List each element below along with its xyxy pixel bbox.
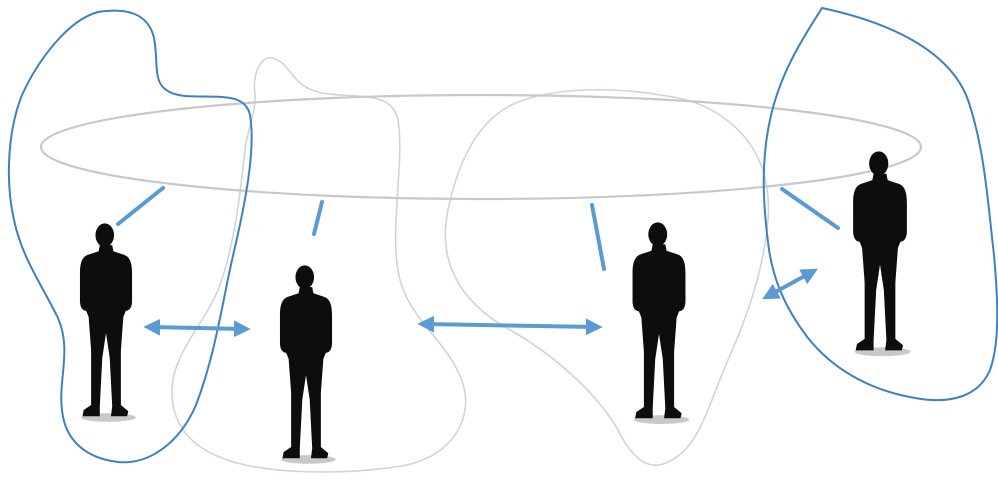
shared-ring	[41, 95, 921, 199]
person-1	[80, 223, 136, 421]
ring-connector-2	[314, 202, 322, 234]
person-silhouette-icon	[853, 151, 911, 356]
person-silhouette-icon	[280, 265, 336, 463]
person-2	[280, 265, 336, 463]
ring-connector-1	[118, 188, 163, 224]
group-outline-3	[445, 90, 768, 465]
person-4	[853, 151, 911, 356]
peer-arrow-2-3	[424, 324, 596, 327]
ring-connector-4	[782, 189, 838, 228]
peer-arrow-1-2	[150, 327, 244, 329]
person-silhouette-icon	[633, 222, 690, 424]
ring-connector-3	[592, 205, 604, 269]
person-silhouette-icon	[80, 223, 136, 421]
group-outline-1	[9, 11, 252, 463]
person-3	[633, 222, 690, 424]
